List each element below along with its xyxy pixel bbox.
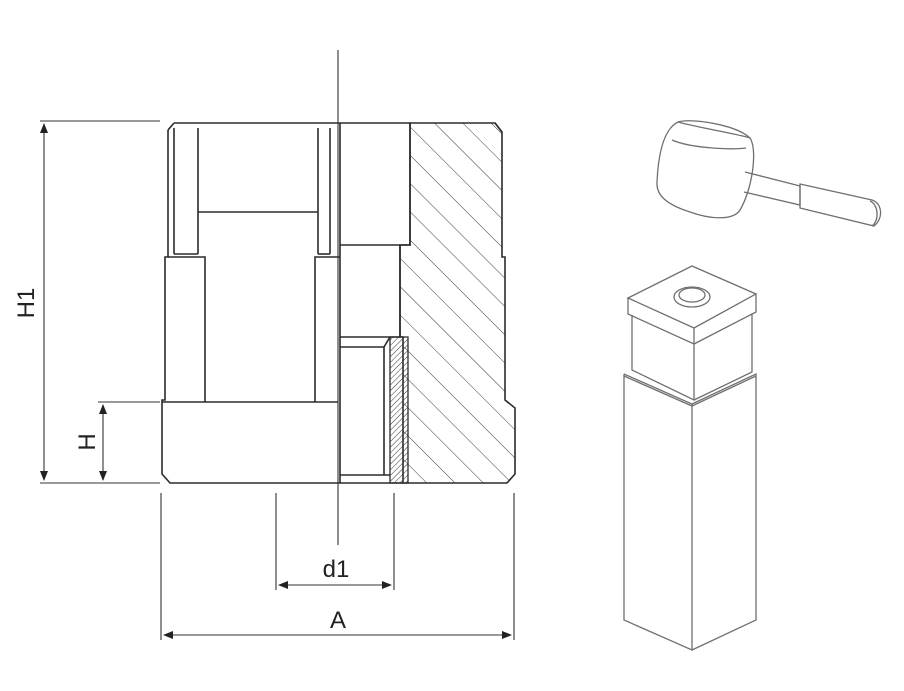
dimension-h1: H1 (13, 120, 160, 484)
bore-sleeve (389, 336, 409, 484)
dimension-a: A (160, 493, 515, 640)
body-outline (167, 122, 503, 133)
h-label: H (74, 433, 101, 450)
mallet-icon (656, 120, 882, 227)
cap-on-tube-icon (623, 265, 758, 651)
section-view (161, 50, 516, 545)
dimension-d1: d1 (275, 493, 395, 590)
hatched-wall (399, 122, 516, 484)
d1-label: d1 (323, 556, 350, 583)
a-label: A (330, 607, 346, 634)
dimension-h: H (74, 401, 160, 481)
h1-label: H1 (13, 288, 40, 319)
